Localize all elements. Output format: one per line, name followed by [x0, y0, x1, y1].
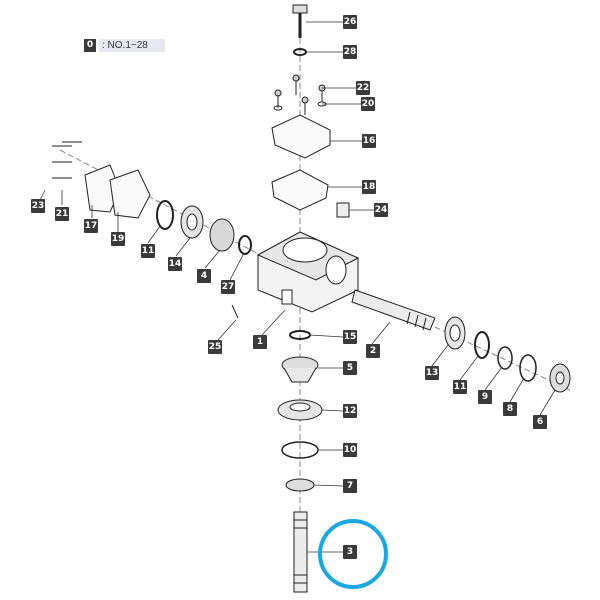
callout-2: 2 [366, 344, 380, 358]
part-9-washer [497, 346, 513, 370]
callout-22: 22 [356, 81, 370, 95]
callout-16: 16 [362, 134, 376, 148]
callout-18: 18 [362, 180, 376, 194]
callout-15: 15 [343, 330, 357, 344]
part-11-snapring-right [474, 331, 490, 359]
legend-text: : NO.1~28 [99, 39, 165, 52]
part-7-seal [285, 478, 315, 492]
part-5-gear [281, 356, 319, 383]
callout-20: 20 [361, 97, 375, 111]
callout-1: 1 [253, 335, 267, 349]
part-1-housing [256, 231, 360, 313]
callout-11-right: 11 [453, 380, 467, 394]
part-16-cover [271, 114, 331, 159]
callout-10: 10 [343, 443, 357, 457]
part-4-gear [209, 218, 235, 252]
part-8-ring [519, 354, 537, 382]
highlight-circle-part-3 [318, 519, 388, 589]
callout-9: 9 [478, 390, 492, 404]
part-19-gasket [109, 169, 151, 219]
left-axis [59, 149, 271, 261]
leader-lines [39, 21, 556, 553]
callout-24: 24 [374, 203, 388, 217]
callout-14: 14 [168, 257, 182, 271]
callout-13: 13 [425, 366, 439, 380]
callout-27: 27 [221, 280, 235, 294]
part-25-pin [231, 304, 239, 319]
part-27-ring [238, 235, 252, 255]
callout-7: 7 [343, 479, 357, 493]
callout-26: 26 [343, 15, 357, 29]
part-18-gasket [271, 169, 329, 211]
callout-12: 12 [343, 404, 357, 418]
callout-5: 5 [343, 361, 357, 375]
part-12-bearing [277, 399, 323, 421]
part-2-shaft [351, 289, 436, 331]
callout-19: 19 [111, 232, 125, 246]
callout-4: 4 [197, 269, 211, 283]
part-23-bolts [52, 141, 82, 179]
part-3-shaft [293, 511, 308, 593]
legend-key: 0 [84, 39, 96, 52]
part-26-bolt [292, 4, 308, 38]
part-11-snapring-left [156, 200, 174, 230]
callout-6: 6 [533, 415, 547, 429]
callout-11-left: 11 [141, 244, 155, 258]
callout-8: 8 [503, 402, 517, 416]
callout-28: 28 [343, 45, 357, 59]
callout-25: 25 [208, 340, 222, 354]
callout-23: 23 [31, 199, 45, 213]
part-24-plug [336, 202, 350, 218]
callout-17: 17 [84, 219, 98, 233]
callout-21: 21 [55, 207, 69, 221]
